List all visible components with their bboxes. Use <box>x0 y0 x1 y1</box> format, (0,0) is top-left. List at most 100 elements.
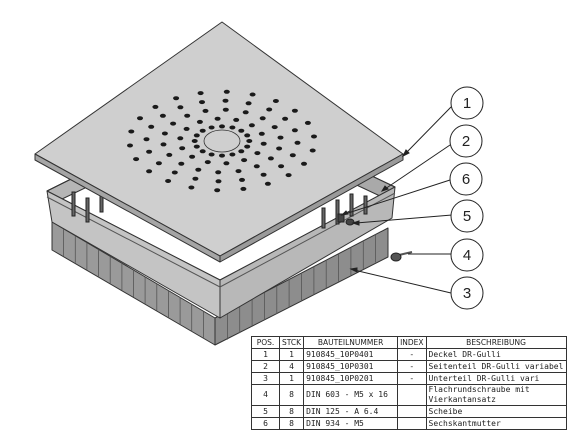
header-part-number: BAUTEILNUMMER <box>303 336 399 349</box>
perforation-hole <box>291 108 298 113</box>
perforation-hole <box>260 172 267 177</box>
perforation-hole <box>166 152 173 157</box>
perforation-hole <box>137 116 143 121</box>
cell-description: Scheibe <box>425 405 567 418</box>
perforation-hole <box>191 139 198 143</box>
perforation-hole <box>304 120 311 125</box>
perforation-hole <box>235 169 242 174</box>
cover-plate <box>34 21 404 263</box>
perforation-hole <box>245 101 252 106</box>
perforation-hole <box>177 105 184 110</box>
table-row: 4 8 DIN 603 - M5 x 16 Flachrundschraube … <box>251 384 567 406</box>
cell-index <box>397 417 427 430</box>
perforation-hole <box>294 140 301 145</box>
perforation-hole <box>196 119 203 124</box>
perforation-hole <box>266 107 273 112</box>
cell-qty: 8 <box>278 417 305 430</box>
perforation-hole <box>160 142 167 147</box>
perforation-hole <box>199 100 205 105</box>
perforation-hole <box>133 157 140 162</box>
perforation-hole <box>148 124 155 129</box>
perforation-hole <box>189 154 196 159</box>
perforation-hole <box>229 152 236 157</box>
perforation-hole <box>184 113 191 118</box>
cell-index <box>397 384 427 406</box>
cell-description-line: Flachrundschraube mit <box>428 385 530 394</box>
perforation-hole <box>260 141 267 146</box>
cell-pos: 2 <box>251 360 280 373</box>
cell-description: Unterteil DR-Gulli vari <box>425 372 567 385</box>
perforation-hole <box>301 161 307 166</box>
washer-nut-parts-5-6 <box>337 213 355 226</box>
cell-index: - <box>397 372 427 385</box>
cell-pos: 5 <box>251 405 280 418</box>
perforation-hole <box>178 161 185 166</box>
balloon-2-label: 2 <box>462 133 470 150</box>
cell-part-number: 910845_10P0401 <box>303 348 399 361</box>
perforation-hole <box>223 89 230 94</box>
perforation-hole <box>165 179 172 183</box>
cell-qty: 1 <box>278 348 305 361</box>
perforation-hole <box>193 133 200 138</box>
perforation-hole <box>291 128 298 133</box>
cell-pos: 1 <box>251 348 280 361</box>
balloon-1: 1 <box>450 86 484 120</box>
perforation-hole <box>146 149 153 154</box>
perforation-hole <box>188 185 195 190</box>
perforation-hole <box>155 161 162 166</box>
perforation-hole <box>204 160 211 165</box>
table-row: 1 1 910845_10P0401 - Deckel DR-Gulli <box>251 348 567 361</box>
cell-pos: 3 <box>251 372 280 385</box>
cell-pos: 6 <box>251 417 280 430</box>
perforation-hole <box>272 99 279 103</box>
cell-description-line: Vierkantansatz <box>428 395 496 404</box>
perforation-hole <box>285 173 292 178</box>
perforation-hole <box>240 186 247 191</box>
cell-index: - <box>397 348 427 361</box>
perforation-hole <box>128 129 135 134</box>
perforation-hole <box>311 134 317 139</box>
balloon-6: 6 <box>449 162 483 196</box>
perforation-hole <box>214 188 221 193</box>
perforation-hole <box>244 144 251 149</box>
perforation-hole <box>208 152 215 157</box>
perforation-hole <box>214 116 221 121</box>
perforation-hole <box>239 177 245 182</box>
perforation-hole <box>171 170 178 175</box>
perforation-hole <box>246 139 253 143</box>
header-description: BESCHREIBUNG <box>425 336 567 349</box>
balloon-1-label: 1 <box>463 95 471 112</box>
parts-list-table: POS. STCK BAUTEILNUMMER INDEX BESCHREIBU… <box>251 336 567 430</box>
perforation-hole <box>199 149 206 154</box>
perforation-hole <box>219 153 225 158</box>
perforation-hole <box>219 124 225 129</box>
perforation-hole <box>289 153 296 158</box>
cell-qty: 1 <box>278 372 305 385</box>
base-frame <box>51 221 389 346</box>
perforation-hole <box>238 128 245 133</box>
header-pos: POS. <box>251 336 280 349</box>
perforation-hole <box>179 146 186 151</box>
perforation-hole <box>183 126 190 131</box>
perforation-hole <box>276 146 283 151</box>
cell-description: Deckel DR-Gulli <box>425 348 567 361</box>
perforation-hole <box>192 176 199 181</box>
perforation-hole <box>309 148 316 153</box>
cell-qty: 8 <box>278 384 305 406</box>
balloon-2: 2 <box>449 124 483 158</box>
perforation-hole <box>271 125 278 130</box>
perforation-hole <box>253 164 260 169</box>
balloon-3: 3 <box>450 276 484 310</box>
perforation-hole <box>127 143 133 148</box>
perforation-hole <box>197 91 204 96</box>
perforation-hole <box>208 125 215 130</box>
perforation-hole <box>282 116 289 121</box>
perforation-hole <box>233 117 240 122</box>
leader-lines <box>340 106 453 294</box>
perforation-hole <box>229 125 236 130</box>
balloon-4-label: 4 <box>463 247 471 264</box>
cell-index <box>397 405 427 418</box>
perforation-hole <box>249 92 256 97</box>
perforation-hole <box>202 108 209 113</box>
